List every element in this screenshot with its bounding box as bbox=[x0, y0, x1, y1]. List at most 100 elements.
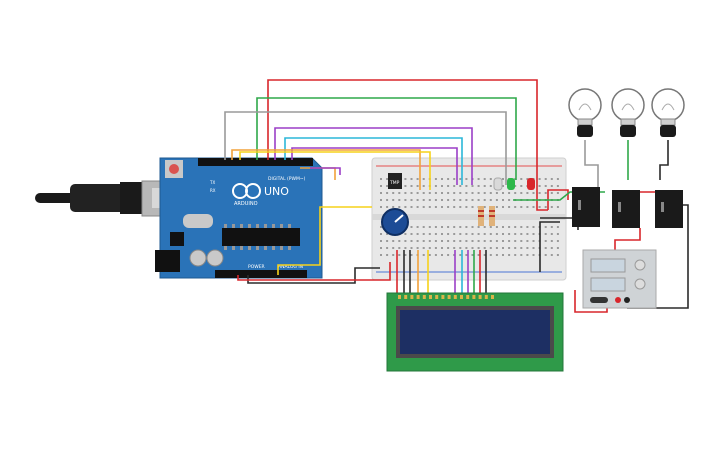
breadboard-hole bbox=[483, 254, 486, 256]
breadboard-hole bbox=[502, 192, 504, 194]
lcd-pin bbox=[472, 295, 476, 299]
breadboard-hole bbox=[538, 192, 541, 194]
breadboard-hole bbox=[495, 233, 498, 235]
breadboard-hole bbox=[483, 247, 486, 249]
sensor-label: TMP bbox=[389, 180, 400, 186]
breadboard-hole bbox=[416, 247, 419, 249]
breadboard-hole bbox=[526, 233, 529, 235]
arduino-model-text: UNO bbox=[264, 185, 289, 198]
breadboard-hole bbox=[532, 240, 535, 242]
breadboard-hole bbox=[532, 192, 535, 194]
breadboard-hole bbox=[483, 206, 486, 208]
breadboard-hole bbox=[428, 192, 431, 194]
breadboard-hole bbox=[447, 226, 450, 228]
power-supply bbox=[582, 249, 657, 309]
breadboard-hole bbox=[465, 199, 468, 201]
breadboard-hole bbox=[410, 206, 413, 208]
breadboard-hole bbox=[459, 192, 462, 194]
breadboard-hole bbox=[410, 254, 413, 256]
wire-cyan bbox=[284, 137, 463, 185]
breadboard-hole bbox=[392, 254, 395, 256]
breadboard-hole bbox=[386, 247, 389, 249]
breadboard-hole bbox=[471, 233, 474, 235]
wire-purple-2 bbox=[291, 147, 458, 185]
breadboard-hole bbox=[441, 206, 443, 208]
breadboard-hole bbox=[398, 254, 401, 256]
breadboard-hole bbox=[386, 185, 389, 187]
breadboard-hole bbox=[495, 192, 498, 194]
breadboard-hole bbox=[477, 233, 480, 235]
breadboard-hole bbox=[441, 254, 443, 256]
breadboard-hole bbox=[434, 206, 437, 208]
breadboard-hole bbox=[465, 247, 468, 249]
breadboard-hole bbox=[550, 192, 553, 194]
breadboard-hole bbox=[416, 240, 419, 242]
breadboard-hole bbox=[392, 199, 395, 201]
breadboard-hole bbox=[422, 226, 425, 228]
breadboard-hole bbox=[465, 192, 468, 194]
wires bbox=[224, 79, 689, 313]
breadboard-hole bbox=[404, 206, 407, 208]
bulb-1 bbox=[568, 88, 602, 137]
breadboard-hole bbox=[520, 185, 523, 187]
breadboard-hole bbox=[556, 206, 559, 208]
breadboard-hole bbox=[447, 247, 450, 249]
breadboard-hole bbox=[489, 233, 492, 235]
breadboard-hole bbox=[544, 206, 547, 208]
breadboard-hole bbox=[422, 192, 425, 194]
breadboard-hole bbox=[532, 254, 535, 256]
digital-label: DIGITAL (PWM~) bbox=[268, 176, 306, 182]
breadboard-hole bbox=[447, 206, 450, 208]
breadboard-hole bbox=[550, 240, 553, 242]
breadboard-hole bbox=[514, 233, 517, 235]
breadboard-hole bbox=[544, 192, 547, 194]
breadboard-hole bbox=[502, 233, 504, 235]
lcd-pin bbox=[466, 295, 470, 299]
breadboard-hole bbox=[471, 226, 474, 228]
breadboard-hole bbox=[526, 254, 529, 256]
breadboard-hole bbox=[471, 199, 474, 201]
potentiometer[interactable] bbox=[381, 208, 409, 236]
breadboard-hole bbox=[416, 233, 419, 235]
breadboard-hole bbox=[550, 247, 553, 249]
breadboard-hole bbox=[483, 233, 486, 235]
light-bulbs bbox=[568, 88, 685, 137]
wire-yellow-2 bbox=[277, 206, 372, 275]
breadboard-hole bbox=[386, 192, 389, 194]
breadboard-hole bbox=[544, 226, 547, 228]
positive-terminal bbox=[615, 297, 621, 303]
breadboard-hole bbox=[453, 178, 456, 180]
breadboard-hole bbox=[380, 199, 382, 201]
breadboard-hole bbox=[550, 226, 553, 228]
breadboard-hole bbox=[441, 178, 443, 180]
breadboard-hole bbox=[495, 247, 498, 249]
breadboard-hole bbox=[465, 206, 468, 208]
breadboard-hole bbox=[556, 233, 559, 235]
breadboard-hole bbox=[526, 206, 529, 208]
breadboard-hole bbox=[465, 178, 468, 180]
tx-label: TX bbox=[209, 180, 215, 185]
breadboard-hole bbox=[398, 199, 401, 201]
breadboard-hole bbox=[538, 185, 541, 187]
breadboard-hole bbox=[514, 206, 517, 208]
breadboard-hole bbox=[410, 178, 413, 180]
breadboard-hole bbox=[428, 199, 431, 201]
breadboard-hole bbox=[428, 226, 431, 228]
breadboard-hole bbox=[556, 240, 559, 242]
breadboard-hole bbox=[471, 192, 474, 194]
breadboard-hole bbox=[477, 254, 480, 256]
breadboard-hole bbox=[428, 247, 431, 249]
lcd-pin bbox=[484, 295, 488, 299]
breadboard-hole bbox=[404, 247, 407, 249]
breadboard-hole bbox=[410, 192, 413, 194]
breadboard-hole bbox=[441, 240, 443, 242]
lcd-pin bbox=[404, 295, 408, 299]
breadboard-hole bbox=[502, 240, 504, 242]
lcd-display bbox=[386, 292, 564, 372]
breadboard-hole bbox=[447, 178, 450, 180]
breadboard-hole bbox=[428, 240, 431, 242]
breadboard-hole bbox=[489, 254, 492, 256]
breadboard-hole bbox=[538, 178, 541, 180]
breadboard-hole bbox=[520, 206, 523, 208]
breadboard-hole bbox=[489, 226, 492, 228]
